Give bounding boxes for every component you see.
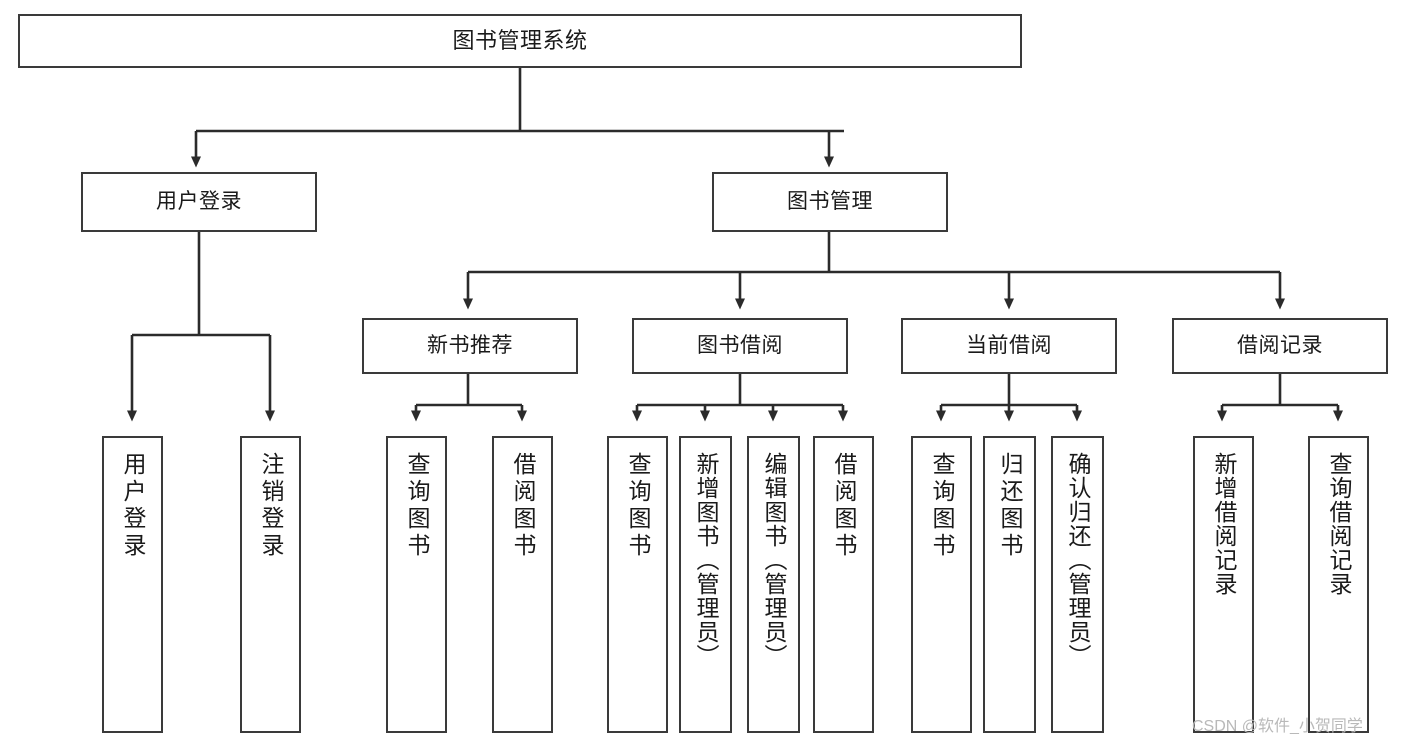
node-label: 归还图书: [997, 452, 1023, 560]
node-label: 用户登录: [120, 452, 146, 560]
node-label: 图书借阅: [697, 334, 783, 358]
node-label: 确认归还（管理员）: [1065, 452, 1091, 668]
leaf-confirm-return-admin[interactable]: 确认归还（管理员）: [1051, 436, 1104, 733]
node-root-system[interactable]: 图书管理系统: [18, 14, 1022, 68]
leaf-add-book-admin[interactable]: 新增图书（管理员）: [679, 436, 732, 733]
leaf-query-book-borrow[interactable]: 查询图书: [607, 436, 668, 733]
watermark-text: CSDN @软件_小贺同学: [1192, 718, 1363, 735]
node-label: 图书管理系统: [452, 27, 588, 53]
node-label: 编辑图书（管理员）: [761, 452, 787, 668]
leaf-borrow-book[interactable]: 借阅图书: [813, 436, 874, 733]
node-label: 用户登录: [156, 190, 242, 214]
node-label: 查询图书: [625, 452, 651, 560]
node-label: 注销登录: [258, 452, 284, 560]
leaf-user-login[interactable]: 用户登录: [102, 436, 163, 733]
node-label: 查询图书: [929, 452, 955, 560]
node-label: 借阅图书: [510, 452, 536, 560]
node-label: 当前借阅: [966, 334, 1052, 358]
leaf-edit-book-admin[interactable]: 编辑图书（管理员）: [747, 436, 800, 733]
leaf-query-book-current[interactable]: 查询图书: [911, 436, 972, 733]
leaf-add-borrow-record[interactable]: 新增借阅记录: [1193, 436, 1254, 733]
leaf-query-borrow-record[interactable]: 查询借阅记录: [1308, 436, 1369, 733]
node-label: 图书管理: [787, 190, 873, 214]
leaf-return-book[interactable]: 归还图书: [983, 436, 1036, 733]
node-book-borrow[interactable]: 图书借阅: [632, 318, 848, 374]
node-label: 借阅图书: [831, 452, 857, 560]
node-current-borrow[interactable]: 当前借阅: [901, 318, 1117, 374]
node-user-login[interactable]: 用户登录: [81, 172, 317, 232]
leaf-borrow-book-recommend[interactable]: 借阅图书: [492, 436, 553, 733]
leaf-logout[interactable]: 注销登录: [240, 436, 301, 733]
node-borrow-record[interactable]: 借阅记录: [1172, 318, 1388, 374]
node-label: 查询图书: [404, 452, 430, 560]
node-label: 查询借阅记录: [1326, 452, 1352, 596]
leaf-query-book-recommend[interactable]: 查询图书: [386, 436, 447, 733]
node-new-book-recommend[interactable]: 新书推荐: [362, 318, 578, 374]
node-label: 新增借阅记录: [1211, 452, 1237, 596]
node-label: 借阅记录: [1237, 334, 1323, 358]
node-label: 新书推荐: [427, 334, 513, 358]
node-book-management[interactable]: 图书管理: [712, 172, 948, 232]
node-label: 新增图书（管理员）: [693, 452, 719, 668]
